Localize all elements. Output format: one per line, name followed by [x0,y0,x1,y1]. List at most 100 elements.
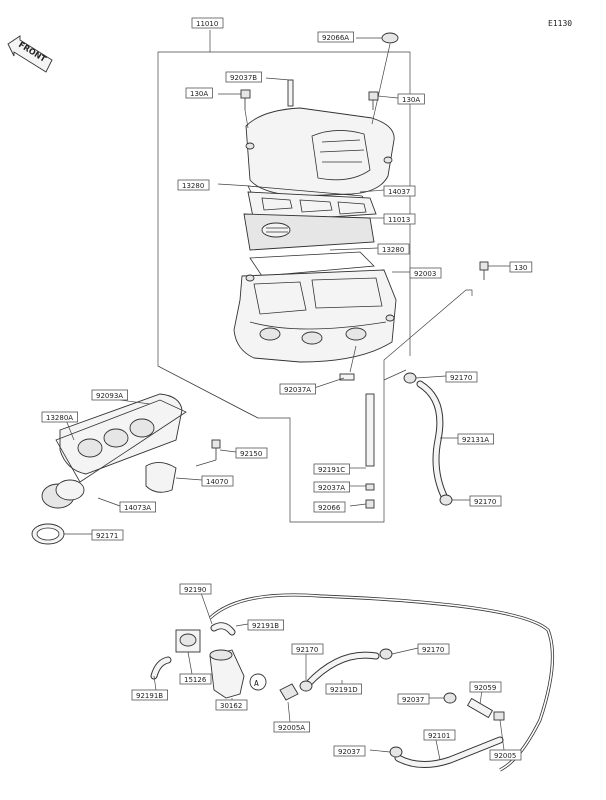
svg-text:92005A: 92005A [278,724,305,732]
callout-a: A [249,673,267,691]
svg-text:92003: 92003 [414,270,436,278]
svg-text:92037: 92037 [402,696,424,704]
svg-text:A: A [254,679,259,688]
part-label-92191c: 92191C [313,463,350,475]
svg-text:15126: 15126 [184,676,207,684]
gasket-mid [249,251,375,277]
part-label-13280a: 13280A [41,411,78,423]
part-label-130a_right: 130A [397,93,425,105]
hose-92101 [394,736,504,768]
holder-14070 [145,462,177,493]
part-label-92170_b: 92170 [469,495,502,507]
svg-text:13280: 13280 [182,182,204,190]
filter-11013 [243,213,375,251]
bolt-130a-right [368,91,379,110]
svg-text:92037: 92037 [338,748,360,756]
svg-text:30162: 30162 [220,702,242,710]
svg-text:92191B: 92191B [252,622,279,630]
clamp-92171 [31,523,65,545]
svg-text:92170: 92170 [422,646,444,654]
screw-92150 [195,439,221,467]
leader-lines [64,37,510,761]
part-label-92191b: 92191B [247,619,284,631]
connector-92005 [493,711,505,721]
pin-92037b [287,79,294,107]
svg-text:92037A: 92037A [318,484,345,492]
hose-92059 [466,697,494,719]
cap-part [381,32,399,44]
part-label-11013: 11013 [383,213,416,225]
diagram-code: E1130 [548,19,572,28]
svg-text:92066A: 92066A [322,34,349,42]
part-label-92170_d: 92170 [417,643,450,655]
part-label-13280_top: 13280 [177,179,210,191]
part-label-92037_b: 92037 [333,745,366,757]
part-label-92190: 92190 [179,583,212,595]
hose-92131a [416,380,448,500]
clamp-92170-b [439,494,453,506]
svg-text:92170: 92170 [450,374,472,382]
separator-30162 [209,649,245,699]
part-label-130: 130 [509,261,533,273]
part-label-92170_c: 92170 [291,643,324,655]
svg-text:11010: 11010 [196,20,218,28]
svg-text:14070: 14070 [206,478,228,486]
part-label-14073a: 14073A [119,501,156,513]
svg-text:13280A: 13280A [46,414,73,422]
part-label-92191d: 92191D [325,683,362,695]
intake-plate [55,393,187,483]
part-label-92131a: 92131A [457,433,494,445]
svg-text:92170: 92170 [296,646,318,654]
part-label-30162: 30162 [215,699,248,711]
svg-text:92101: 92101 [428,732,450,740]
svg-text:92037A: 92037A [284,386,311,394]
part-label-92066: 92066 [313,501,346,513]
svg-text:92037B: 92037B [230,74,257,82]
part-label-92171: 92171 [91,529,124,541]
part-label-92003: 92003 [409,267,442,279]
connector-92005a [279,683,299,701]
part-label-92005: 92005 [489,749,522,761]
part-label-14070: 14070 [201,475,234,487]
part-label-92037a_mid: 92037A [279,383,316,395]
part-label-92066a: 92066A [317,31,354,43]
part-label-92191b_b: 92191B [131,689,168,701]
part-label-14037: 14037 [383,185,416,197]
clamp-92170-c [299,680,313,692]
air-cleaner-case [233,269,397,363]
part-label-92059: 92059 [469,681,502,693]
clip-92037-b [389,746,403,758]
svg-text:92093A: 92093A [96,392,123,400]
svg-text:92191B: 92191B [136,692,163,700]
part-label-92101: 92101 [423,729,456,741]
svg-text:11013: 11013 [388,216,410,224]
cap-92066 [365,499,375,509]
svg-text:92190: 92190 [184,586,206,594]
svg-text:14037: 14037 [388,188,410,196]
svg-text:92170: 92170 [474,498,496,506]
bolt-130 [479,261,489,280]
svg-text:92171: 92171 [96,532,118,540]
part-label-130a_left: 130A [185,87,213,99]
valve-15126 [175,629,201,653]
clamp-92170-d [379,648,393,660]
svg-text:92131A: 92131A [462,436,489,444]
breather-line [208,593,555,772]
svg-text:92191C: 92191C [318,466,345,474]
clamp-92170-a [403,372,417,384]
svg-text:92150: 92150 [240,450,262,458]
duct-14073a [41,479,85,509]
part-label-13280_mid: 13280 [377,243,410,255]
part-label-92005a: 92005A [273,721,310,733]
front-arrow-icon: FRONT [7,35,53,73]
part-label-92037a_low: 92037A [313,481,350,493]
svg-text:92191D: 92191D [330,686,358,694]
svg-text:130: 130 [514,264,527,272]
part-label-11010: 11010 [191,17,224,29]
part-label-92037b: 92037B [225,71,262,83]
part-label-92150: 92150 [235,447,268,459]
clip-92037-a [443,692,457,704]
svg-text:13280: 13280 [382,246,404,254]
air-cleaner-cover [245,107,395,197]
